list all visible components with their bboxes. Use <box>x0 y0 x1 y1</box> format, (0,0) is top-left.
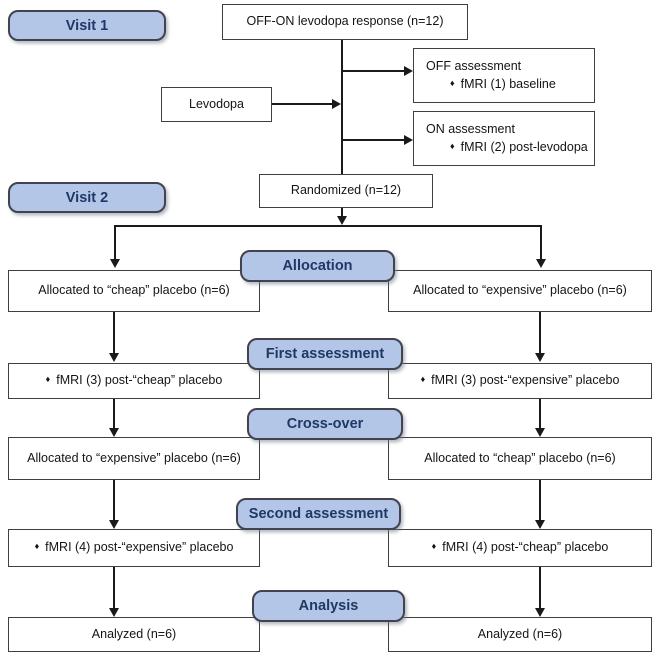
off-assessment-title: OFF assessment <box>426 58 522 73</box>
fmri3-expensive-box: ♦ fMRI (3) post-“expensive” placebo <box>388 363 652 399</box>
arrowhead-right-4 <box>535 608 545 617</box>
analysis-stage-label: Analysis <box>252 590 405 622</box>
arrowhead-randomized-split <box>337 216 347 225</box>
allocation-stage-label: Allocation <box>240 250 395 282</box>
connector-right-4 <box>539 567 541 609</box>
arrowhead-right-1 <box>535 353 545 362</box>
diamond-bullet-icon: ♦ <box>431 541 437 552</box>
on-assessment-title: ON assessment <box>426 121 515 136</box>
arrowhead-left-4 <box>109 608 119 617</box>
visit-2-label: Visit 2 <box>8 182 166 213</box>
fmri4-cheap-text: fMRI (4) post-“cheap” placebo <box>442 540 609 555</box>
off-on-response-box: OFF-ON levodopa response (n=12) <box>222 4 468 40</box>
connector-levodopa <box>272 103 333 105</box>
crossover-cheap-box: Allocated to “cheap” placebo (n=6) <box>388 437 652 480</box>
fmri3-cheap-text: fMRI (3) post-“cheap” placebo <box>56 373 223 388</box>
crossover-stage-label: Cross-over <box>247 408 403 440</box>
off-assessment-box: OFF assessment ♦ fMRI (1) baseline <box>413 48 595 103</box>
fmri4-expensive-box: ♦ fMRI (4) post-“expensive” placebo <box>8 529 260 567</box>
diamond-bullet-icon: ♦ <box>34 541 40 552</box>
connector-to-on-assessment <box>342 139 404 141</box>
connector-left-4 <box>113 567 115 609</box>
arrowhead-left-1 <box>109 353 119 362</box>
on-assessment-box: ON assessment ♦ fMRI (2) post-levodopa <box>413 111 595 166</box>
off-assessment-bullet-text: fMRI (1) baseline <box>460 76 556 91</box>
arrowhead-left-2 <box>109 428 119 437</box>
allocated-cheap-box: Allocated to “cheap” placebo (n=6) <box>8 270 260 312</box>
diamond-bullet-icon: ♦ <box>450 77 455 88</box>
fmri3-expensive-text: fMRI (3) post-“expensive” placebo <box>431 373 620 388</box>
levodopa-box: Levodopa <box>161 87 272 122</box>
arrowhead-alloc-left <box>110 259 120 268</box>
arrowhead-off-assessment <box>404 66 413 76</box>
second-assessment-stage-label: Second assessment <box>236 498 401 530</box>
allocated-expensive-box: Allocated to “expensive” placebo (n=6) <box>388 270 652 312</box>
split-left-down <box>114 225 116 259</box>
analyzed-right-box: Analyzed (n=6) <box>388 617 652 652</box>
connector-left-1 <box>113 312 115 354</box>
diamond-bullet-icon: ♦ <box>420 374 426 385</box>
diamond-bullet-icon: ♦ <box>450 140 455 151</box>
connector-right-3 <box>539 480 541 521</box>
diamond-bullet-icon: ♦ <box>45 374 51 385</box>
fmri3-cheap-box: ♦ fMRI (3) post-“cheap” placebo <box>8 363 260 399</box>
connector-left-2 <box>113 399 115 429</box>
crossover-expensive-box: Allocated to “expensive” placebo (n=6) <box>8 437 260 480</box>
arrowhead-levodopa <box>332 99 341 109</box>
fmri4-expensive-text: fMRI (4) post-“expensive” placebo <box>45 540 234 555</box>
connector-randomized-down <box>341 208 343 217</box>
arrowhead-left-3 <box>109 520 119 529</box>
first-assessment-stage-label: First assessment <box>247 338 403 370</box>
randomized-box: Randomized (n=12) <box>259 174 433 208</box>
connector-to-off-assessment <box>342 70 404 72</box>
visit-1-label: Visit 1 <box>8 10 166 41</box>
fmri4-cheap-box: ♦ fMRI (4) post-“cheap” placebo <box>388 529 652 567</box>
connector-offon-to-randomized <box>341 40 343 174</box>
split-right-down <box>540 225 542 259</box>
arrowhead-right-3 <box>535 520 545 529</box>
arrowhead-on-assessment <box>404 135 413 145</box>
connector-right-1 <box>539 312 541 354</box>
split-line <box>114 225 542 227</box>
connector-left-3 <box>113 480 115 521</box>
on-assessment-bullet-text: fMRI (2) post-levodopa <box>460 139 588 154</box>
connector-right-2 <box>539 399 541 429</box>
analyzed-left-box: Analyzed (n=6) <box>8 617 260 652</box>
arrowhead-right-2 <box>535 428 545 437</box>
arrowhead-alloc-right <box>536 259 546 268</box>
